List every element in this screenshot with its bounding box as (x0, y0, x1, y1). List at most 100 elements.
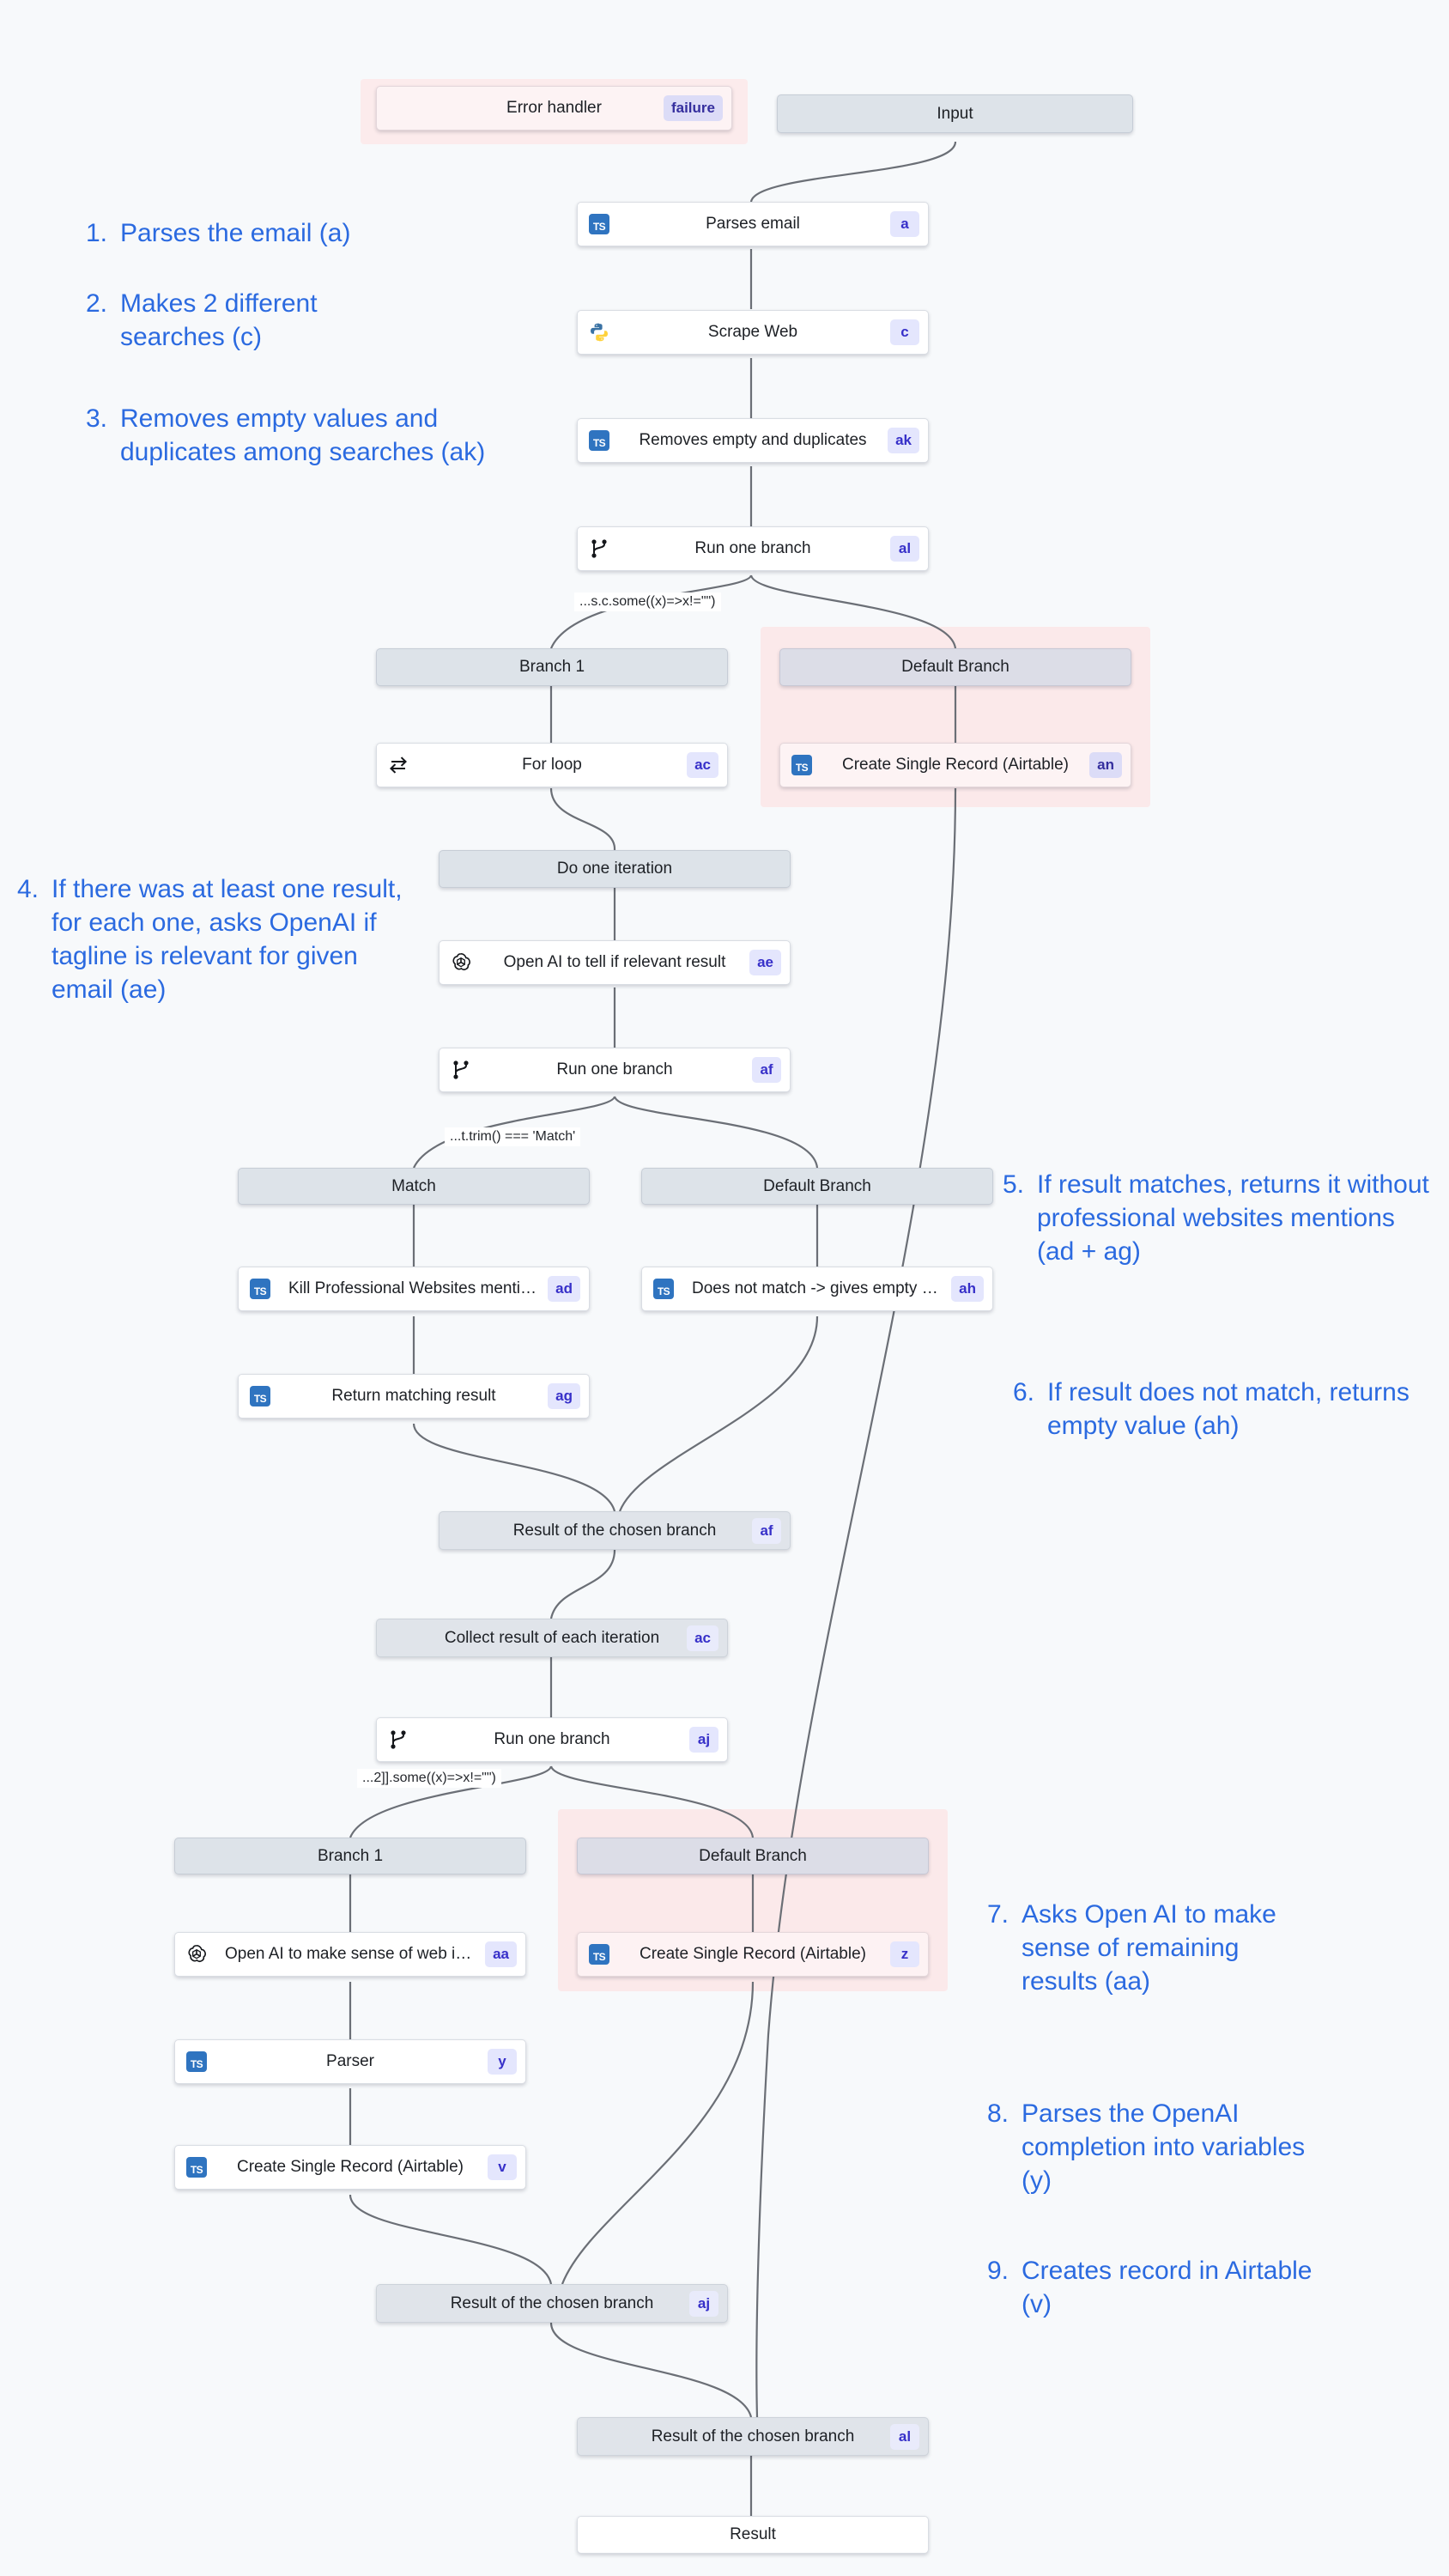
node-openai-websense-label: Open AI to make sense of web info (225, 1945, 478, 1963)
annotation-4-number: 4. (17, 875, 39, 903)
annotation-5-number: 5. (1003, 1170, 1025, 1199)
node-collect-result-each-iteration[interactable]: Collect result of each iteration ac (376, 1619, 728, 1657)
annotation-9-text: Creates record in Airtable (v) (1022, 2257, 1313, 2318)
openai-icon (450, 951, 472, 974)
node-default-branch-bottom-label: Default Branch (699, 1846, 807, 1865)
node-openai-websense-tag: aa (485, 1941, 517, 1967)
node-parses-email-tag: a (890, 211, 919, 237)
node-scrape-web-tag: c (890, 319, 919, 345)
node-result[interactable]: Result (577, 2516, 929, 2554)
node-match-branch-label: Match (391, 1176, 436, 1195)
node-result-label: Result (730, 2525, 776, 2543)
node-scrape-web-label: Scrape Web (707, 323, 798, 341)
node-default-branch-top-label: Default Branch (901, 658, 1009, 676)
node-branch-1-top[interactable]: Branch 1 (376, 648, 728, 686)
branch-icon (450, 1059, 472, 1081)
annotation-2: 2. Makes 2 different searches (c) (86, 287, 369, 354)
node-removes-empty-and-duplicates[interactable]: TS Removes empty and duplicates ak (577, 418, 929, 463)
node-error-handler[interactable]: Error handler failure (376, 86, 732, 131)
node-parser-label: Parser (326, 2052, 374, 2070)
node-branch-1-top-label: Branch 1 (518, 658, 585, 676)
node-return-matching-result[interactable]: TS Return matching result ag (238, 1374, 590, 1419)
node-parses-email-label: Parses email (706, 215, 800, 233)
node-openai-make-sense-web-info[interactable]: Open AI to make sense of web info aa (174, 1932, 526, 1977)
node-default-branch-bottom[interactable]: Default Branch (577, 1838, 929, 1874)
typescript-icon: TS (249, 1385, 271, 1407)
node-result-chosen-branch-al-label: Result of the chosen branch (651, 2427, 855, 2445)
node-openai-relevant-result-label: Open AI to tell if relevant result (503, 953, 726, 971)
annotation-8-number: 8. (987, 2099, 1009, 2128)
annotation-3: 3. Removes empty values and duplicates a… (86, 402, 489, 469)
node-input[interactable]: Input (777, 94, 1133, 133)
annotation-7-number: 7. (987, 1900, 1009, 1929)
node-result-chosen-branch-af[interactable]: Result of the chosen branch af (439, 1511, 791, 1550)
node-run-one-branch-af[interactable]: Run one branch af (439, 1048, 791, 1092)
node-create-single-record-an[interactable]: TS Create Single Record (Airtable) an (779, 743, 1131, 787)
annotation-1: 1. Parses the email (a) (86, 216, 498, 250)
edge-label-bottom-condition: ...2]].some((x)=>x!="") (357, 1769, 501, 1788)
node-removes-empty-tag: ak (888, 428, 919, 453)
node-run-one-branch-af-tag: af (752, 1057, 781, 1083)
branch-icon (387, 1728, 409, 1751)
edge-label-top-condition: ...s.c.some((x)=>x!="") (574, 592, 721, 611)
node-run-one-branch-al[interactable]: Run one branch al (577, 526, 929, 571)
node-match-branch[interactable]: Match (238, 1168, 590, 1205)
typescript-icon: TS (588, 213, 610, 235)
annotation-7-text: Asks Open AI to make sense of remaining … (1022, 1900, 1276, 1996)
node-default-branch-top[interactable]: Default Branch (779, 648, 1131, 686)
node-run-one-branch-af-label: Run one branch (556, 1060, 673, 1078)
annotation-2-number: 2. (86, 289, 108, 318)
node-for-loop[interactable]: For loop ac (376, 743, 728, 787)
node-openai-relevant-result[interactable]: Open AI to tell if relevant result ae (439, 940, 791, 985)
node-default-branch-mid[interactable]: Default Branch (641, 1168, 993, 1205)
node-does-not-match-label: Does not match -> gives empty value (692, 1279, 961, 1297)
node-error-handler-tag: failure (663, 95, 723, 121)
node-create-single-record-v[interactable]: TS Create Single Record (Airtable) v (174, 2145, 526, 2190)
typescript-icon: TS (791, 754, 813, 776)
annotation-9: 9. Creates record in Airtable (v) (987, 2254, 1313, 2321)
annotation-8-text: Parses the OpenAI completion into variab… (1022, 2099, 1306, 2195)
node-branch-1-bottom[interactable]: Branch 1 (174, 1838, 526, 1874)
node-create-single-record-z[interactable]: TS Create Single Record (Airtable) z (577, 1932, 929, 1977)
typescript-icon: TS (588, 1943, 610, 1965)
node-does-not-match-tag: ah (951, 1276, 984, 1302)
annotation-8: 8. Parses the OpenAI completion into var… (987, 2097, 1331, 2197)
node-result-chosen-branch-aj[interactable]: Result of the chosen branch aj (376, 2284, 728, 2323)
node-run-one-branch-aj[interactable]: Run one branch aj (376, 1717, 728, 1762)
annotation-9-number: 9. (987, 2257, 1009, 2285)
node-create-single-record-z-label: Create Single Record (Airtable) (639, 1945, 866, 1963)
loop-icon (387, 754, 409, 776)
node-does-not-match[interactable]: TS Does not match -> gives empty value a… (641, 1267, 993, 1311)
annotation-6-number: 6. (1013, 1378, 1035, 1406)
annotation-4: 4. If there was at least one result, for… (17, 872, 403, 1006)
node-kill-mentions-label: Kill Professional Websites mentions (288, 1279, 547, 1297)
annotation-5: 5. If result matches, returns it without… (1003, 1168, 1432, 1268)
node-result-chosen-branch-al[interactable]: Result of the chosen branch al (577, 2417, 929, 2456)
node-create-single-record-an-tag: an (1089, 752, 1122, 778)
typescript-icon: TS (185, 2156, 208, 2178)
node-kill-professional-websites-mentions[interactable]: TS Kill Professional Websites mentions a… (238, 1267, 590, 1311)
node-removes-empty-label: Removes empty and duplicates (639, 431, 867, 449)
annotation-7: 7. Asks Open AI to make sense of remaini… (987, 1898, 1296, 1998)
branch-icon (588, 538, 610, 560)
node-result-chosen-branch-aj-tag: aj (689, 2290, 718, 2317)
node-collect-result-label: Collect result of each iteration (444, 1628, 660, 1647)
node-result-chosen-branch-aj-label: Result of the chosen branch (450, 2293, 654, 2312)
node-scrape-web[interactable]: Scrape Web c (577, 310, 929, 355)
node-do-one-iteration[interactable]: Do one iteration (439, 850, 791, 888)
node-result-chosen-branch-al-tag: al (890, 2423, 919, 2450)
annotation-6-text: If result does not match, returns empty … (1047, 1378, 1410, 1440)
node-create-single-record-z-tag: z (890, 1941, 919, 1967)
node-parser[interactable]: TS Parser y (174, 2039, 526, 2084)
node-run-one-branch-al-tag: al (890, 536, 919, 562)
node-openai-relevant-result-tag: ae (749, 950, 781, 975)
node-for-loop-tag: ac (687, 752, 718, 778)
typescript-icon: TS (185, 2050, 208, 2073)
python-icon (588, 321, 610, 343)
node-parses-email[interactable]: TS Parses email a (577, 202, 929, 246)
node-for-loop-label: For loop (522, 756, 582, 774)
node-return-matching-result-tag: ag (548, 1383, 580, 1409)
annotation-1-number: 1. (86, 219, 108, 247)
annotation-4-text: If there was at least one result, for ea… (52, 875, 403, 1004)
